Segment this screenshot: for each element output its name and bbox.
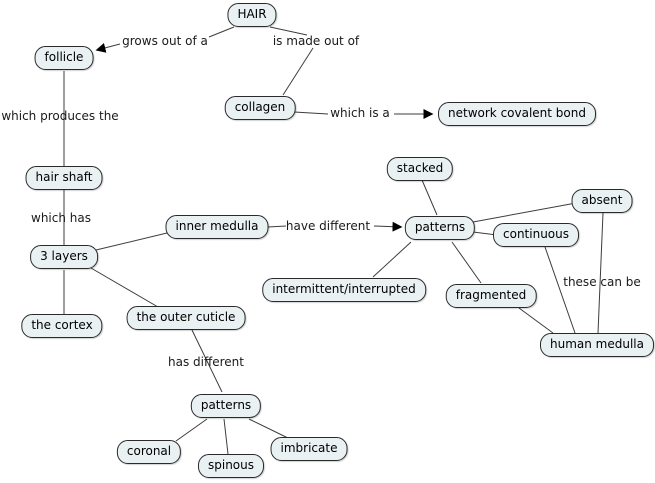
concept-node-collagen[interactable]: collagen bbox=[224, 96, 296, 120]
edge-three-layers-to-inner-medulla bbox=[95, 232, 168, 251]
concept-node-inner-medulla[interactable]: inner medulla bbox=[165, 215, 269, 239]
link-phrase-grows-out-of-a[interactable]: grows out of a bbox=[122, 34, 208, 48]
concept-node-absent[interactable]: absent bbox=[571, 189, 633, 213]
link-phrase-these-can-be[interactable]: these can be bbox=[563, 275, 641, 289]
edge-absent-to-human-medulla bbox=[597, 212, 604, 334]
concept-node-follicle[interactable]: follicle bbox=[34, 46, 94, 70]
concept-node-hair-shaft[interactable]: hair shaft bbox=[25, 166, 103, 190]
concept-node-human-medulla[interactable]: human medulla bbox=[540, 333, 654, 357]
edge-patterns-medulla-to-absent bbox=[472, 202, 577, 223]
edge-hair-to-is-made-out-of bbox=[269, 26, 308, 36]
concept-node-the-outer-cuticle[interactable]: the outer cuticle bbox=[126, 306, 246, 330]
edge-patterns-medulla-to-intermittent-interrupted bbox=[372, 241, 412, 278]
edge-patterns-cuticle-to-coronal bbox=[175, 418, 208, 442]
link-phrase-have-different[interactable]: have different bbox=[285, 219, 371, 233]
concept-node-hair[interactable]: HAIR bbox=[227, 3, 277, 27]
concept-node-network-covalent-bond[interactable]: network covalent bond bbox=[438, 102, 596, 126]
link-phrase-which-has[interactable]: which has bbox=[31, 211, 91, 225]
concept-node-patterns-medulla[interactable]: patterns bbox=[404, 216, 476, 240]
edge-patterns-cuticle-to-spinous bbox=[223, 418, 229, 455]
link-phrase-has-different[interactable]: has different bbox=[168, 355, 244, 369]
concept-node-continuous[interactable]: continuous bbox=[493, 223, 579, 247]
concept-node-three-layers[interactable]: 3 layers bbox=[30, 245, 98, 269]
edge-grows-out-of-a-to-follicle bbox=[95, 43, 121, 53]
concept-node-the-cortex[interactable]: the cortex bbox=[21, 314, 103, 338]
concept-node-imbricate[interactable]: imbricate bbox=[270, 437, 348, 461]
edge-have-different-to-patterns-medulla bbox=[373, 221, 403, 232]
concept-node-coronal[interactable]: coronal bbox=[116, 440, 182, 464]
concept-node-stacked[interactable]: stacked bbox=[386, 157, 454, 181]
concept-node-fragmented[interactable]: fragmented bbox=[445, 284, 537, 308]
edge-patterns-cuticle-to-imbricate bbox=[248, 418, 289, 439]
concept-node-spinous[interactable]: spinous bbox=[197, 454, 265, 478]
edge-the-outer-cuticle-to-patterns-cuticle bbox=[191, 329, 223, 393]
edge-fragmented-to-human-medulla bbox=[518, 307, 554, 334]
link-phrase-which-produces-the[interactable]: which produces the bbox=[1, 109, 119, 123]
edge-is-made-out-of-to-collagen bbox=[282, 47, 314, 96]
edge-hair-to-grows-out-of-a bbox=[208, 26, 235, 38]
link-phrase-is-made-out-of[interactable]: is made out of bbox=[272, 34, 360, 48]
edge-continuous-to-human-medulla bbox=[544, 246, 576, 334]
edge-stacked-to-patterns-medulla bbox=[421, 179, 438, 216]
link-phrase-which-is-a[interactable]: which is a bbox=[330, 106, 390, 120]
edge-collagen-to-which-is-a bbox=[293, 111, 329, 115]
edge-patterns-medulla-to-fragmented bbox=[451, 241, 482, 284]
concept-node-intermittent-interrupted[interactable]: intermittent/interrupted bbox=[262, 278, 426, 302]
concept-node-patterns-cuticle[interactable]: patterns bbox=[190, 394, 262, 418]
edge-three-layers-to-the-outer-cuticle bbox=[90, 267, 159, 308]
edge-inner-medulla-to-have-different bbox=[267, 225, 287, 228]
edge-lines bbox=[63, 26, 604, 455]
